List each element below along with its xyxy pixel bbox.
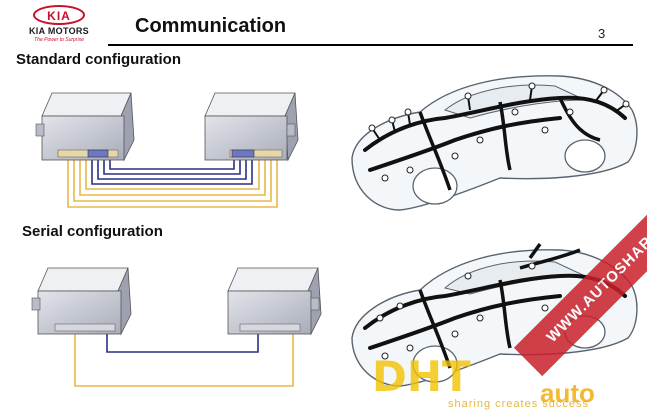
std-wire-blue-3 [103, 155, 241, 175]
kia-logo-text: KIA [47, 9, 71, 23]
watermark-logo: DHT [372, 352, 471, 401]
page-number: 3 [598, 26, 606, 41]
std-wire-blue-1 [91, 155, 253, 185]
std-wire-yellow-3 [79, 155, 266, 196]
kia-logo-name: KIA MOTORS [28, 26, 89, 36]
serial-wire-yellow [74, 332, 294, 387]
watermark-auto: auto [540, 378, 595, 408]
std-wire-yellow-1 [67, 155, 278, 208]
std-ecu-left [35, 92, 135, 162]
kia-logo-oval: KIA [33, 5, 85, 25]
title-divider [108, 44, 633, 46]
watermark-tagline: sharing creates success [448, 398, 589, 410]
serial-ecu-left [31, 267, 132, 336]
serial-ecu-right [227, 267, 322, 336]
std-wire-yellow-2 [73, 155, 272, 202]
kia-logo-tagline: The Power to Surprise [34, 37, 84, 43]
car-standard [351, 75, 638, 211]
kia-logo: KIA KIA MOTORS The Power to Surprise [16, 5, 102, 45]
std-wire-blue-4 [109, 155, 235, 170]
serial-wire-blue [106, 332, 259, 353]
serial-wiring [74, 332, 294, 387]
std-ecu-right [204, 92, 299, 162]
standard-config-heading: Standard configuration [16, 51, 181, 68]
serial-config-heading: Serial configuration [22, 223, 163, 240]
std-wire-yellow-4 [85, 155, 260, 190]
slide-title: Communication [135, 15, 287, 37]
standard-wiring [67, 155, 278, 208]
std-wire-blue-2 [97, 155, 247, 180]
